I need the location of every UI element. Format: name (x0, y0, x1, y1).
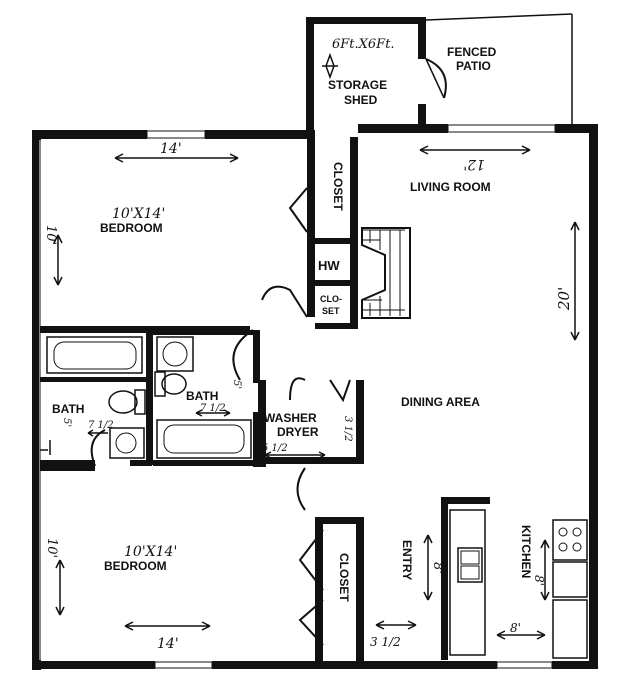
bedroom-bottom-height: 10' (44, 538, 59, 558)
kitchen-label: KITCHEN (519, 525, 533, 578)
bath-middle-label: BATH (186, 389, 218, 403)
hw-label: HW (318, 258, 340, 273)
storage-shed-label-line1: STORAGE (328, 78, 387, 92)
washer-label: WASHER (264, 411, 317, 425)
bedroom-top-size: 10'X14' (112, 206, 165, 222)
sink-icon (457, 547, 483, 583)
bath-middle-dim-a: 7 1/2 (200, 403, 226, 414)
doors (90, 187, 351, 646)
patio-label-line2: PATIO (456, 59, 491, 73)
closet-bottom-dim: 3 1/2 (370, 635, 401, 649)
patio-label-line1: FENCED (447, 45, 497, 59)
bath-left-dim-a: 5' (61, 418, 72, 427)
room-labels: 6Ft.X6Ft. STORAGE SHED FENCED PATIO 14' … (43, 37, 573, 652)
bath-middle-dim-b: 5' (231, 380, 242, 389)
dimension-lines (40, 145, 580, 640)
bedroom-bottom-size: 10'X14' (124, 544, 177, 560)
living-room-width: 12' (463, 156, 485, 172)
bath-left-label: BATH (52, 402, 84, 416)
fireplace-icon (361, 227, 411, 319)
bedroom-top-height: 10' (43, 225, 58, 245)
washer-dim-b: 3 1/2 (342, 416, 353, 442)
stove-icon (558, 527, 582, 552)
bedroom-bottom-label: BEDROOM (104, 559, 167, 573)
bedroom-bottom-width: 14' (157, 636, 179, 652)
dining-area-label: DINING AREA (401, 395, 480, 409)
bath-left-dim-b: 7 1/2 (88, 420, 114, 431)
entry-dim: 8' (430, 562, 445, 574)
compass-icon (322, 52, 338, 80)
closet-bottom-label: CLOSET (337, 553, 351, 602)
dryer-label: DRYER (277, 425, 319, 439)
closet-small-label-line2: SET (322, 306, 340, 316)
living-room-label: LIVING ROOM (410, 180, 491, 194)
storage-shed-label-line2: SHED (344, 93, 378, 107)
bedroom-top-label: BEDROOM (100, 221, 163, 235)
fixtures (46, 227, 588, 659)
kitchen-dim-b: 8' (510, 621, 521, 635)
exterior-walls (32, 124, 598, 670)
kitchen-dim-a: 8' (532, 575, 546, 586)
patio-fence (425, 13, 573, 124)
bedroom-top-width: 14' (160, 141, 182, 157)
storage-shed-size: 6Ft.X6Ft. (332, 37, 395, 52)
washer-dim-a: 5 1/2 (262, 443, 288, 454)
closet-small-label-line1: CLO- (320, 294, 342, 304)
closet-top-label: CLOSET (331, 162, 345, 211)
living-room-height: 20' (555, 287, 573, 311)
storage-shed-structure (306, 17, 447, 131)
interior-walls (40, 137, 490, 662)
entry-label: ENTRY (400, 540, 414, 580)
